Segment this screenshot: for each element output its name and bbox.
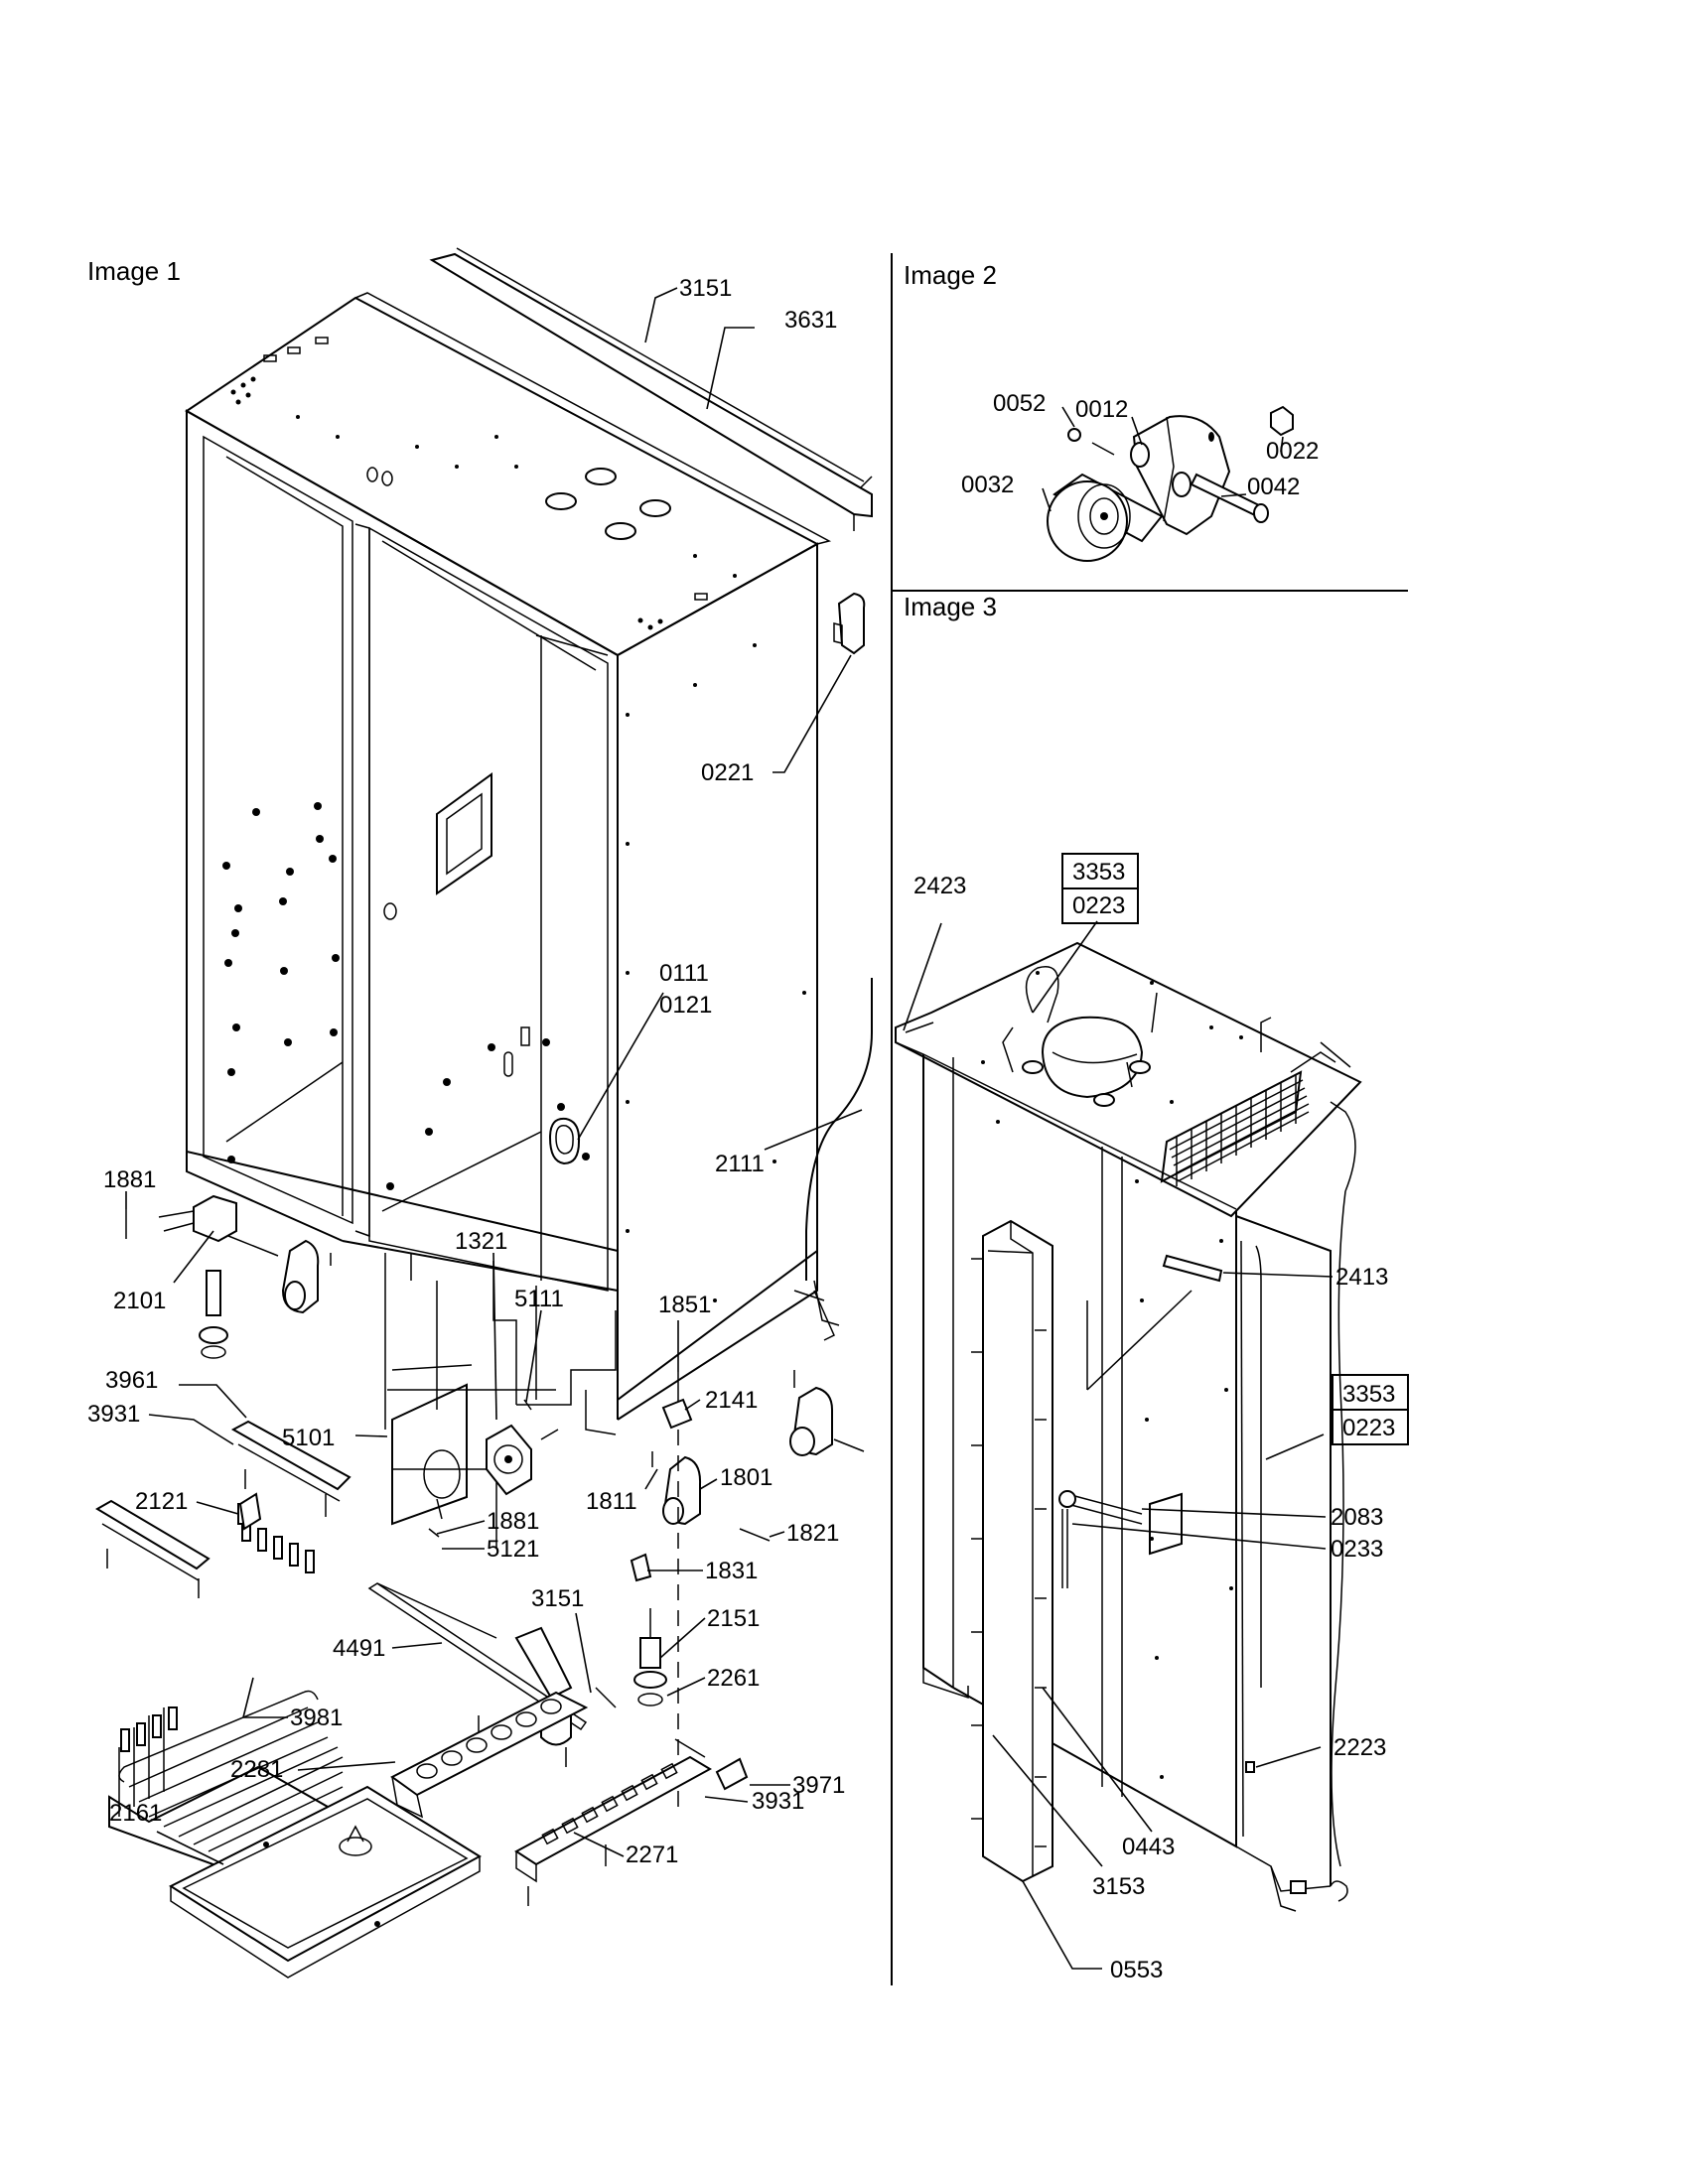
panel-title-image-1: Image 1 — [87, 256, 181, 286]
panel-dividers — [891, 253, 1408, 1985]
callout-0121: 0121 — [659, 992, 712, 1019]
callout-5121: 5121 — [487, 1536, 539, 1563]
callout-5101: 5101 — [282, 1425, 335, 1451]
callout-2083: 2083 — [1331, 1504, 1383, 1531]
callout-0012: 0012 — [1075, 396, 1128, 423]
condenser-fins — [1166, 1071, 1310, 1186]
callout-3931-lower: 3931 — [752, 1788, 804, 1815]
callout-2423: 2423 — [913, 873, 966, 899]
cabinet-drawing — [185, 247, 873, 1435]
callout-2281: 2281 — [230, 1756, 283, 1783]
callout-1801: 1801 — [720, 1464, 772, 1491]
callout-0223-top: 0223 — [1072, 892, 1125, 919]
rear-cabinet-drawing — [895, 941, 1362, 1912]
callout-2111: 2111 — [715, 1151, 765, 1177]
callout-1831: 1831 — [705, 1558, 758, 1584]
callout-3961: 3961 — [105, 1367, 158, 1394]
callout-3981: 3981 — [290, 1705, 343, 1731]
boxed-callout-frames — [1061, 853, 1409, 1445]
callout-0221: 0221 — [701, 759, 754, 786]
callout-2223: 2223 — [1333, 1734, 1386, 1761]
callout-0233: 0233 — [1331, 1536, 1383, 1563]
callout-0443: 0443 — [1122, 1834, 1175, 1860]
callout-2261: 2261 — [707, 1665, 760, 1692]
grille-2281-vents — [416, 1699, 562, 1779]
callout-2101: 2101 — [113, 1288, 166, 1314]
callout-2141: 2141 — [705, 1387, 758, 1414]
callout-labels: 3151 3631 0221 0111 0121 2111 1881 2101 … — [87, 275, 1395, 1983]
lower-parts-drawing — [95, 978, 873, 1979]
callout-2161: 2161 — [109, 1800, 162, 1827]
callout-2121: 2121 — [135, 1488, 188, 1515]
callout-3151-lower: 3151 — [531, 1585, 584, 1612]
callout-1881: 1881 — [103, 1166, 156, 1193]
callout-0223-side: 0223 — [1342, 1415, 1395, 1441]
callout-2413: 2413 — [1335, 1264, 1388, 1291]
callout-3931: 3931 — [87, 1401, 140, 1428]
leader-lines — [125, 287, 1333, 1970]
panel-title-image-2: Image 2 — [904, 260, 997, 290]
callout-4491: 4491 — [333, 1635, 385, 1662]
callout-1821: 1821 — [786, 1520, 839, 1547]
callout-2151: 2151 — [707, 1605, 760, 1632]
callout-0042: 0042 — [1247, 474, 1300, 500]
callout-1851: 1851 — [658, 1292, 711, 1318]
callout-0032: 0032 — [961, 472, 1014, 498]
callout-2271: 2271 — [626, 1842, 678, 1868]
callout-3353-side: 3353 — [1342, 1381, 1395, 1408]
callout-0022: 0022 — [1266, 438, 1319, 465]
callout-3971: 3971 — [792, 1772, 845, 1799]
callout-3353-top: 3353 — [1072, 859, 1125, 886]
callout-1881-lower: 1881 — [487, 1508, 539, 1535]
panel-0553-screws — [971, 1258, 1047, 1847]
callout-3631: 3631 — [784, 307, 837, 334]
callout-3153: 3153 — [1092, 1873, 1145, 1900]
roller-assembly-drawing — [1047, 405, 1294, 562]
panel-title-image-3: Image 3 — [904, 592, 997, 621]
callout-5111: 5111 — [514, 1286, 564, 1312]
callout-1811: 1811 — [586, 1488, 637, 1515]
callout-3151: 3151 — [679, 275, 732, 302]
grille-2271-vents — [541, 1762, 678, 1845]
callout-0052: 0052 — [993, 390, 1046, 417]
callout-1321: 1321 — [455, 1228, 507, 1255]
callout-0553: 0553 — [1110, 1957, 1163, 1983]
callout-0111: 0111 — [659, 960, 709, 987]
